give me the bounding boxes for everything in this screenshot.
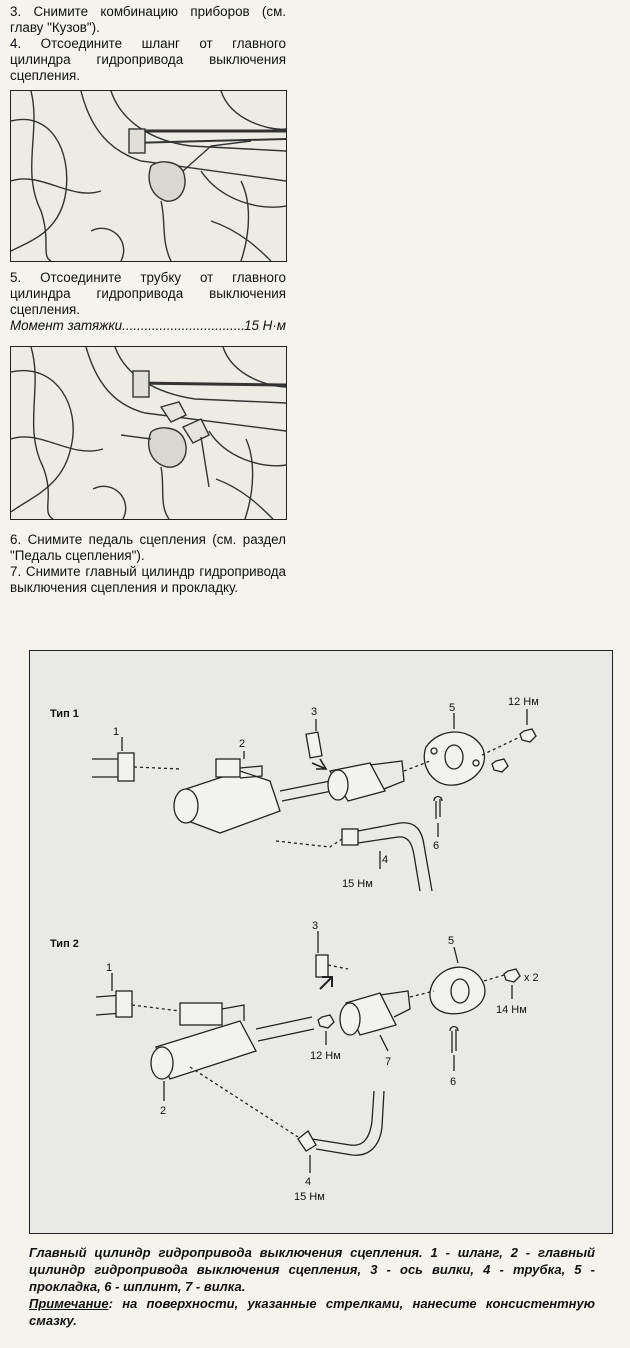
caption-note: Примечание: на поверхности, указанные ст… [29, 1295, 595, 1329]
step-7: 7. Снимите главный цилиндр гидропривода … [10, 564, 286, 595]
t1-torque-nut: 12 Нм [508, 696, 539, 708]
t1-num-2: 2 [239, 738, 245, 750]
exploded-diagram: Тип 1 [29, 650, 613, 1234]
type1-label: Тип 1 [50, 708, 79, 720]
step-4: 4. Отсоедините шланг от главного цилиндр… [10, 36, 286, 83]
t1-num-3: 3 [311, 706, 317, 718]
torque-spec: Момент затяжки 15 Н·м [10, 318, 286, 334]
t2-num-6: 6 [450, 1076, 456, 1088]
instruction-column-2: 5. Отсоедините трубку от главного цилинд… [10, 270, 286, 334]
torque-value: 15 Н·м [244, 318, 286, 333]
type2-label: Тип 2 [50, 938, 79, 950]
t1-num-4: 4 [382, 854, 388, 866]
instruction-column: 3. Снимите комбинацию приборов (см. глав… [10, 4, 286, 84]
t2-num-3: 3 [312, 920, 318, 932]
step-5: 5. Отсоедините трубку от главного цилинд… [10, 270, 286, 317]
step-6: 6. Снимите педаль сцепления (см. раздел … [10, 532, 286, 563]
t2-num-1: 1 [106, 962, 112, 974]
note-title: Примечание [29, 1296, 109, 1311]
t2-torque-nut-small: 12 Нм [310, 1050, 341, 1062]
step-3: 3. Снимите комбинацию приборов (см. глав… [10, 4, 286, 35]
t2-num-4: 4 [305, 1176, 311, 1188]
photo-hose-disconnect [10, 90, 287, 262]
t1-num-5: 5 [449, 702, 455, 714]
t2-num-5: 5 [448, 935, 454, 947]
instruction-column-3: 6. Снимите педаль сцепления (см. раздел … [10, 532, 286, 596]
t2-num-2: 2 [160, 1105, 166, 1117]
note-text: : на поверхности, указанные стрелками, н… [29, 1296, 595, 1328]
torque-label: Момент затяжки [10, 318, 123, 333]
t2-torque-pipe: 15 Нм [294, 1191, 325, 1203]
t1-torque-pipe: 15 Нм [342, 878, 373, 890]
t1-num-1: 1 [113, 726, 119, 738]
photo-pipe-disconnect [10, 346, 287, 520]
figure-caption: Главный цилиндр гидропривода выключения … [29, 1244, 595, 1329]
t2-x2: x 2 [524, 972, 539, 984]
caption-text: Главный цилиндр гидропривода выключения … [29, 1245, 595, 1294]
t1-num-6: 6 [433, 840, 439, 852]
t2-num-7: 7 [385, 1056, 391, 1068]
t2-torque-nut: 14 Нм [496, 1004, 527, 1016]
